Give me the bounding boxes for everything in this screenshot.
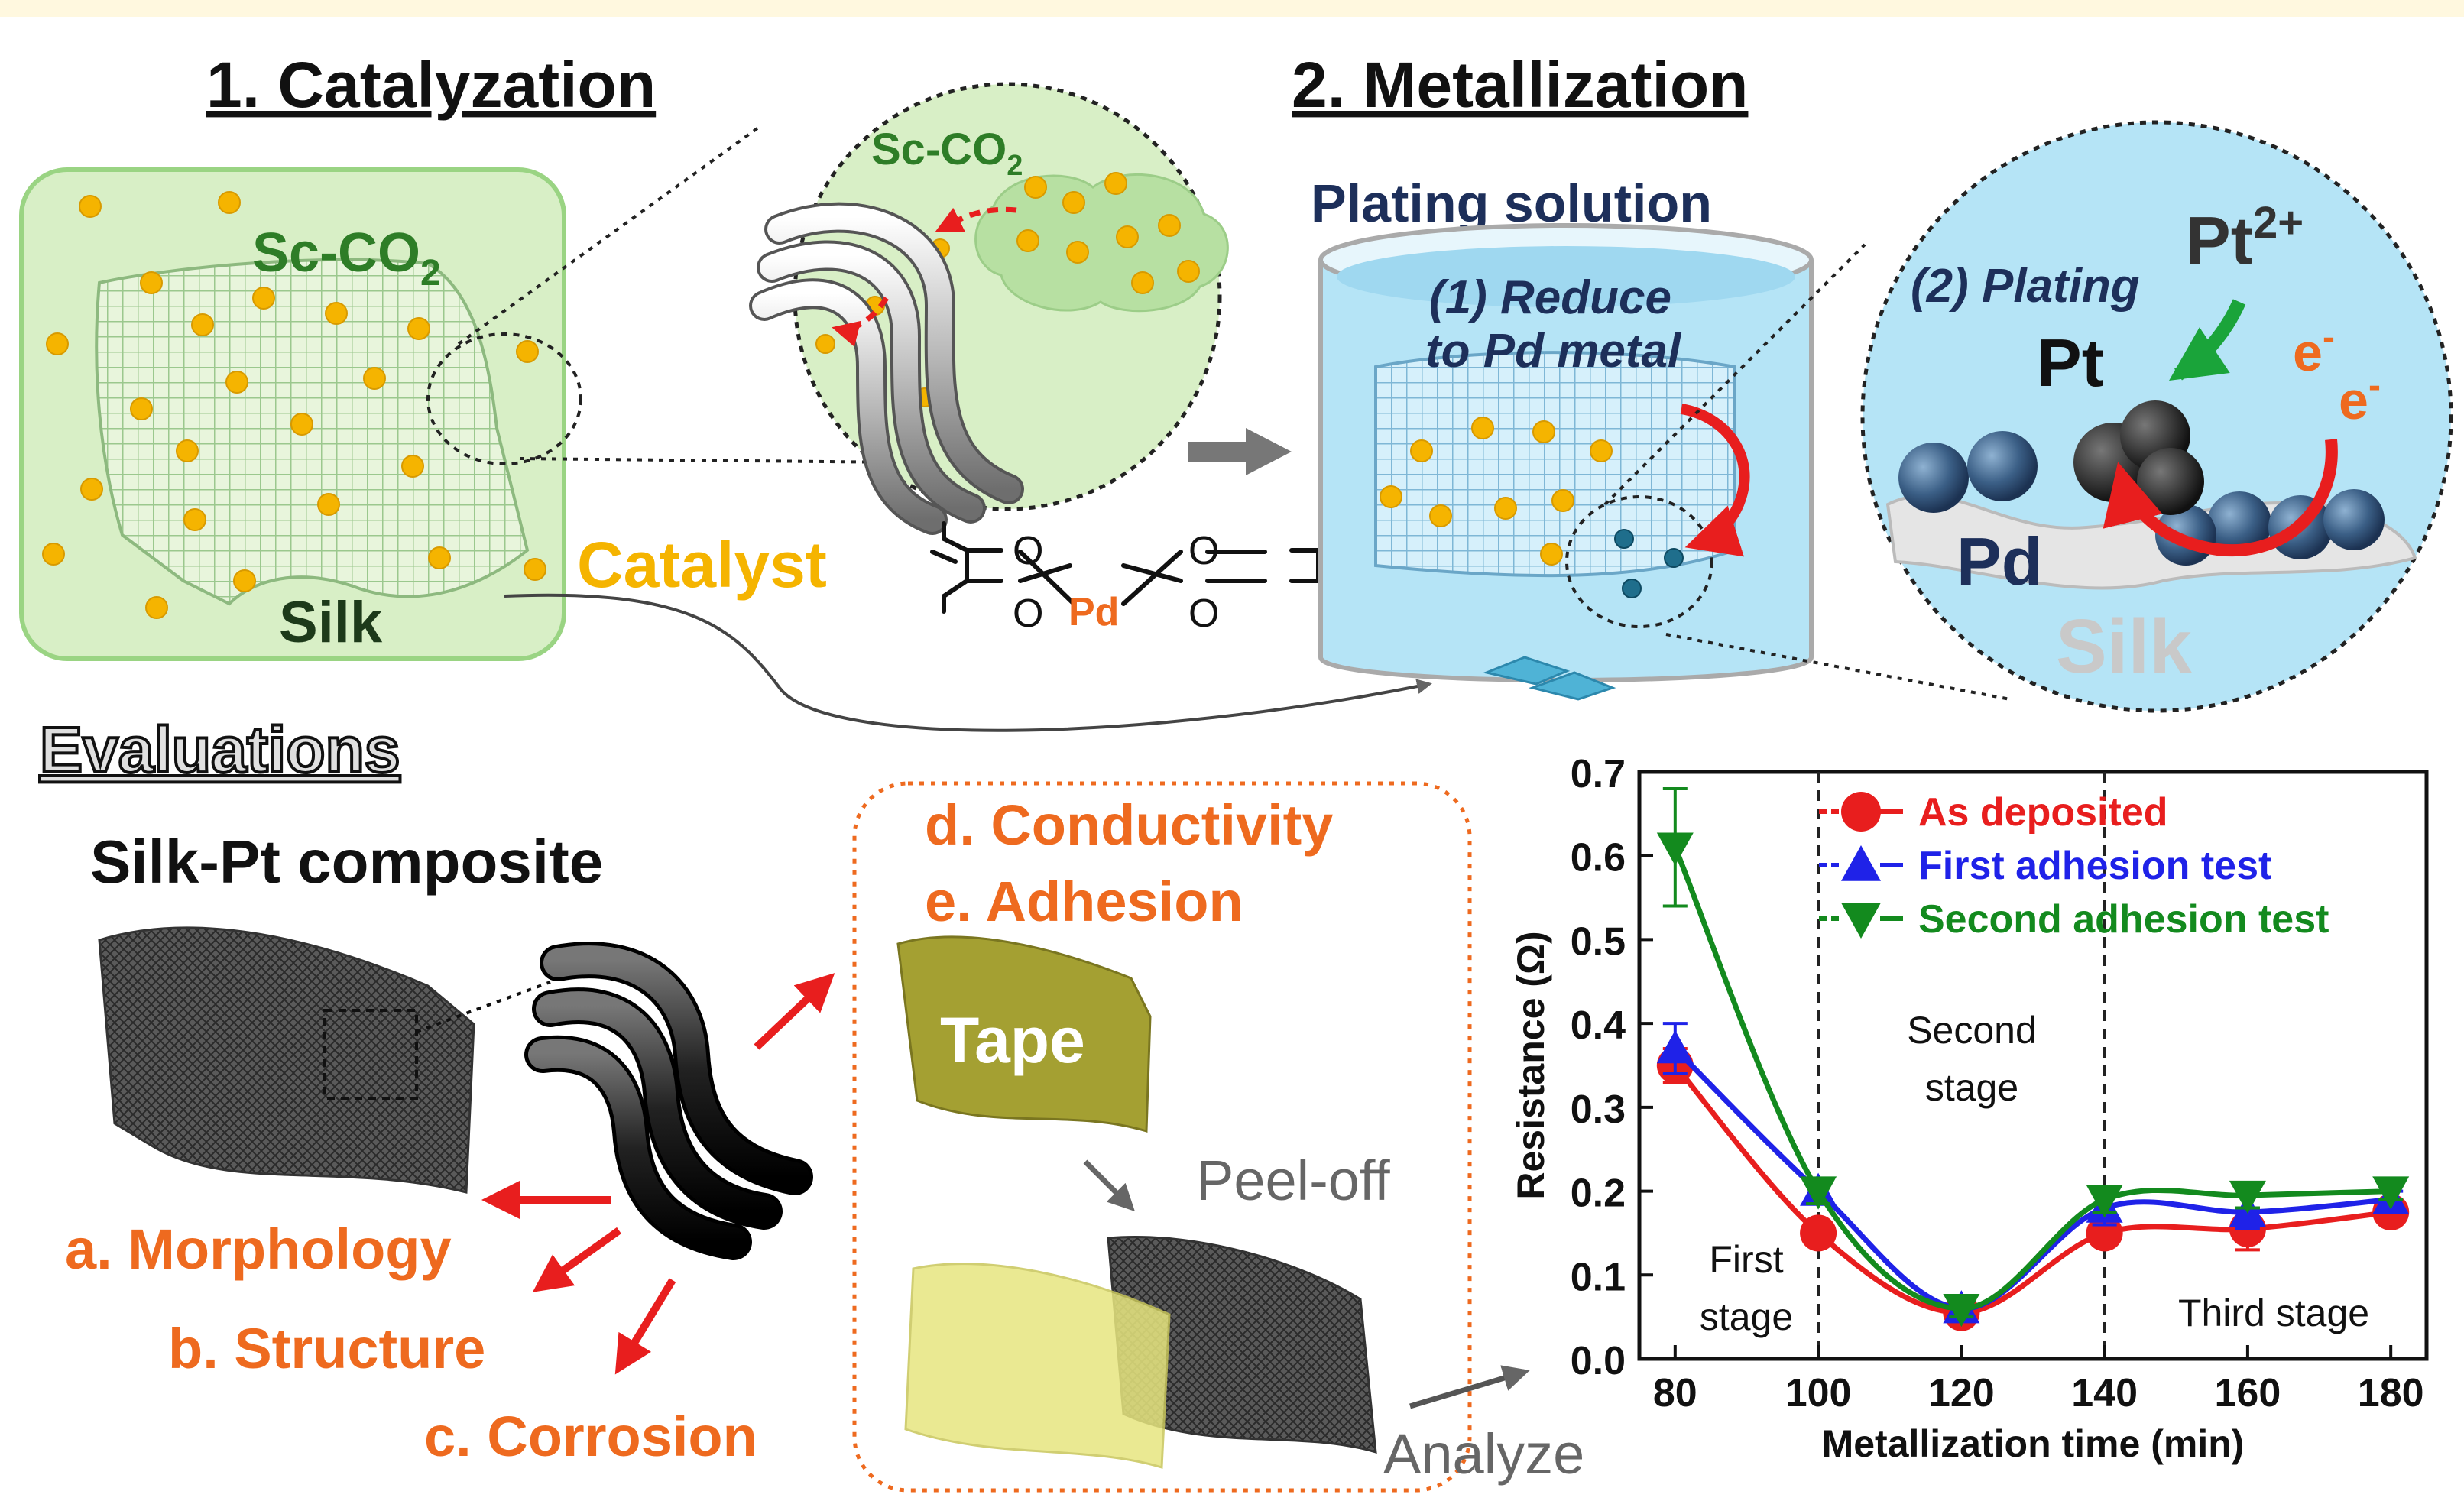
- composite-fibers: [524, 942, 813, 1260]
- metallization-header: 2. Metallization: [1292, 49, 1748, 121]
- pt-metal-label: Pt: [2037, 325, 2104, 400]
- reduce-step-line2: to Pd metal: [1425, 325, 1682, 378]
- analyze-label: Analyze: [1383, 1422, 1584, 1486]
- y-tick-label: 0.6: [1571, 836, 1626, 880]
- catalyst-dots: [42, 191, 546, 619]
- chart-frame: [1637, 770, 2429, 1361]
- zoom-line-top: [457, 125, 762, 345]
- catalyzation-zoom-circle: Sc-CO2: [749, 82, 1229, 535]
- box-item-adhesion: e. Adhesion: [925, 870, 1243, 933]
- pd-metal-label: Pd: [1957, 524, 2042, 599]
- legend-label: Second adhesion test: [1918, 897, 2329, 942]
- top-band: [0, 0, 2464, 17]
- eval-item-morphology: a. Morphology: [65, 1217, 452, 1281]
- sc-co2-label: Sc-CO2: [252, 222, 441, 293]
- stage-label: stage: [1700, 1295, 1793, 1338]
- y-tick-label: 0.2: [1571, 1172, 1626, 1216]
- catalyzation-header: 1. Catalyzation: [206, 49, 656, 121]
- silk-zoom-label: Silk: [2056, 604, 2192, 689]
- plating-step-label: (2) Plating: [1911, 260, 2140, 313]
- data-point: [1800, 1176, 1837, 1210]
- zoom-line-bottom: [519, 457, 903, 464]
- y-tick-label: 0.4: [1571, 1003, 1626, 1048]
- plating-zoom-circle: (2) Plating Pt2+ Pt e- e- Pd Silk: [1860, 120, 2453, 713]
- eval-item-structure: b. Structure: [168, 1317, 485, 1380]
- silk-mesh: [95, 258, 530, 606]
- plating-beaker: [1318, 223, 1814, 701]
- stage-label: stage: [1925, 1066, 2018, 1109]
- y-tick-label: 0.1: [1571, 1255, 1626, 1299]
- composite-fabric: [98, 926, 551, 1194]
- data-point: [1800, 1214, 1837, 1252]
- box-item-conductivity: d. Conductivity: [925, 793, 1333, 857]
- o-atom-4: O: [1188, 592, 1219, 636]
- x-tick-label: 120: [1928, 1371, 1995, 1415]
- legend-label: First adhesion test: [1918, 844, 2271, 888]
- legend-label: As deposited: [1918, 790, 2168, 835]
- o-atom-1: O: [1013, 529, 1043, 573]
- x-tick-label: 180: [2358, 1371, 2424, 1415]
- tape-sheet: Tape: [896, 935, 1152, 1133]
- data-point: [2372, 1176, 2410, 1210]
- silk-label: Silk: [279, 590, 383, 655]
- legend-marker: [1841, 903, 1881, 939]
- pd-atom-label: Pd: [1068, 590, 1119, 634]
- data-point: [2229, 1180, 2266, 1214]
- plating-solution-label: Plating solution: [1311, 173, 1712, 233]
- adhesion-box: [852, 781, 1472, 1493]
- tape-label: Tape: [940, 1004, 1085, 1076]
- connector-curve: [504, 593, 1432, 732]
- legend-marker: [1841, 792, 1881, 832]
- peel-off-label: Peel-off: [1196, 1149, 1390, 1212]
- data-point: [2086, 1185, 2123, 1218]
- stage-label: Third stage: [2178, 1292, 2369, 1334]
- data-point: [1656, 1030, 1694, 1064]
- y-tick-label: 0.5: [1571, 919, 1626, 964]
- reduce-step-line1: (1) Reduce: [1429, 271, 1671, 324]
- catalyzation-panel: Sc-CO2 Silk: [19, 167, 582, 661]
- catalyst-label: Catalyst: [577, 529, 827, 601]
- zoom-region: [426, 332, 582, 465]
- y-tick-label: 0.3: [1571, 1088, 1626, 1132]
- y-axis-label: Resistance (Ω): [1509, 931, 1552, 1199]
- silk-fibers: [749, 202, 1024, 535]
- evaluation-arrows: [481, 973, 835, 1375]
- x-axis-label: Metallization time (min): [1822, 1422, 2245, 1465]
- x-tick-label: 160: [2215, 1371, 2281, 1415]
- o-atom-2: O: [1013, 592, 1043, 636]
- peeled-sample: [904, 1235, 1377, 1469]
- plating-zoom-line-bottom: [1665, 633, 2011, 701]
- pd-acac-molecule: [930, 521, 1344, 614]
- data-point: [1943, 1293, 1980, 1328]
- y-tick-label: 0.7: [1571, 752, 1626, 796]
- x-tick-label: 140: [2071, 1371, 2138, 1415]
- electron-label-1: e-: [2293, 317, 2335, 382]
- plating-zoom-line-top: [1603, 243, 1866, 506]
- peel-arrow: [1083, 1159, 1135, 1211]
- stage-label: First: [1709, 1238, 1783, 1281]
- pt-ion-label: Pt2+: [2186, 198, 2304, 278]
- x-tick-label: 100: [1785, 1371, 1852, 1415]
- process-arrow: [1188, 428, 1292, 475]
- composite-title: Silk-Pt composite: [90, 828, 603, 896]
- stage-label: Second: [1907, 1009, 2037, 1052]
- zoom-sc-co2-label: Sc-CO2: [871, 125, 1023, 182]
- evaluations-header: Evaluations: [40, 714, 400, 786]
- analyze-arrow: [1409, 1365, 1530, 1409]
- o-atom-3: O: [1188, 529, 1219, 573]
- eval-item-corrosion: c. Corrosion: [424, 1405, 757, 1468]
- data-point: [1656, 832, 1694, 866]
- y-tick-label: 0.0: [1571, 1339, 1626, 1383]
- legend-marker: [1841, 845, 1881, 881]
- x-tick-label: 80: [1653, 1371, 1697, 1415]
- resistance-chart: 0.0 0.1 0.2 0.3 0.4 0.5 0.6 0.7 80 100 120 140 160 18…: [1509, 752, 2429, 1465]
- electron-label-2: e-: [2339, 365, 2381, 430]
